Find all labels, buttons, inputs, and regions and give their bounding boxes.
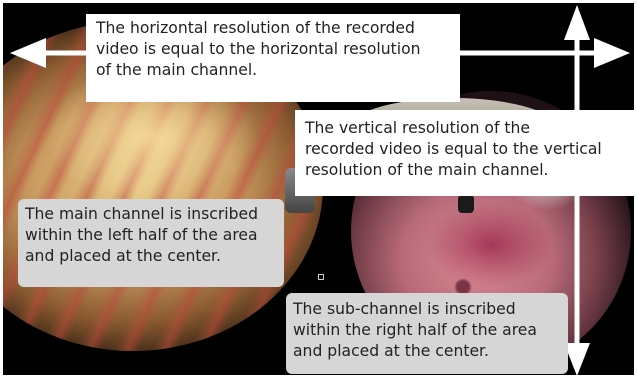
up-arrowhead-icon — [564, 5, 590, 40]
horizontal-resolution-callout: The horizontal resolution of the recorde… — [86, 14, 460, 102]
callout-line: The main channel is inscribed — [25, 204, 284, 225]
callout-line: within the left half of the area — [25, 225, 284, 246]
callout-line: The horizontal resolution of the recorde… — [96, 18, 460, 39]
left-arrowhead-icon — [10, 38, 46, 68]
callout-line: of the main channel. — [96, 60, 460, 81]
callout-line: The vertical resolution of the — [305, 118, 637, 139]
callout-line: video is equal to the horizontal resolut… — [96, 39, 460, 60]
callout-line: and placed at the center. — [25, 246, 284, 267]
callout-line: and placed at the center. — [293, 341, 568, 362]
callout-line: resolution of the main channel. — [305, 160, 637, 181]
callout-line: The sub-channel is inscribed — [293, 299, 568, 320]
callout-line: recorded video is equal to the vertical — [305, 139, 637, 160]
sub-channel-callout: The sub-channel is inscribed within the … — [286, 293, 568, 374]
right-arrowhead-icon — [594, 38, 630, 68]
vertical-resolution-callout: The vertical resolution of the recorded … — [295, 110, 637, 196]
callout-line: within the right half of the area — [293, 320, 568, 341]
main-channel-callout: The main channel is inscribed within the… — [18, 199, 284, 287]
